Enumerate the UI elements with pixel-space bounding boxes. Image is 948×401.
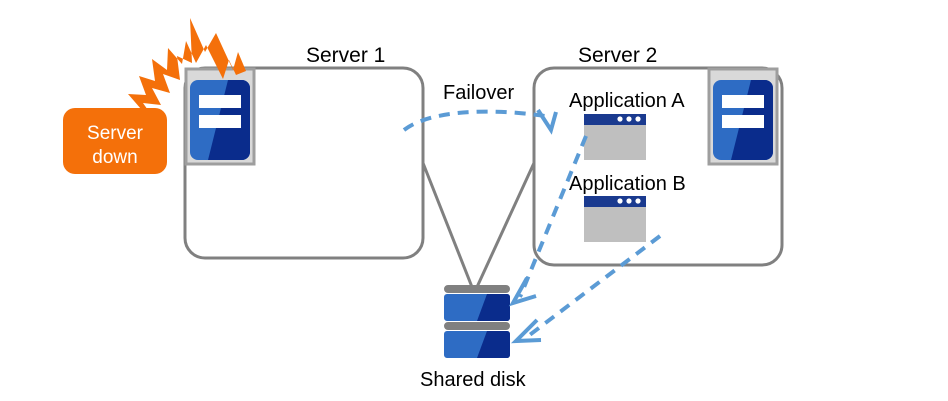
server1-disk-link [421,162,474,288]
server2-disk-link [475,162,536,288]
access-arrow-icon-a [508,135,588,307]
server-down-line1: Server [87,123,143,144]
server1-title: Server 1 [306,44,386,67]
app-window-icon-a[interactable] [584,114,646,160]
lightning-burst-icon [122,18,246,120]
app-window-icon-b[interactable] [584,196,646,242]
access-arrow-icon-b [510,234,662,344]
application-a-label: Application A [569,90,685,112]
server-down-line2: down [92,147,138,168]
server-down-badge-label: Server down [63,122,167,170]
server-tower-icon-server1[interactable] [184,67,256,166]
disk-stack-icon[interactable] [444,285,510,358]
server2-title: Server 2 [578,44,658,67]
application-b-label: Application B [569,173,686,195]
failover-label: Failover [443,82,515,104]
failover-arrow-icon [402,108,558,135]
server-down-badge[interactable] [63,108,167,174]
shared-disk-label: Shared disk [420,369,526,391]
server-tower-icon-server2[interactable] [707,67,779,166]
